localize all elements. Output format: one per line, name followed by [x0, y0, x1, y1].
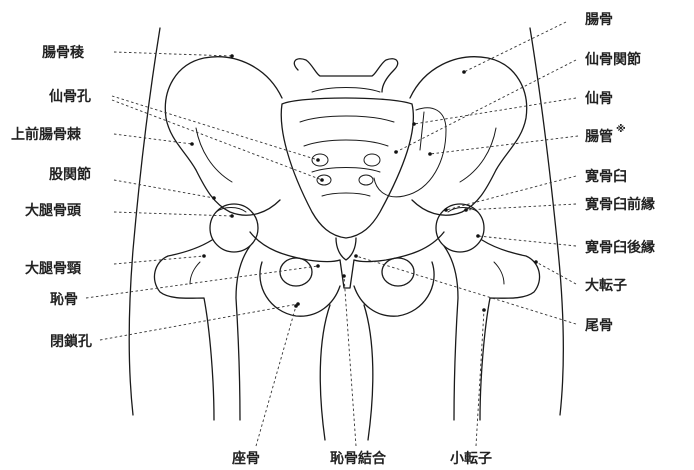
label-obturator-foramen: 閉鎖孔: [50, 333, 92, 350]
label-intestine: 腸管: [585, 128, 613, 145]
label-coccyx: 尾骨: [585, 317, 613, 334]
label-greater-trochanter: 大転子: [585, 277, 627, 294]
label-sacroiliac-joint: 仙骨関節: [585, 51, 641, 68]
labels-bottom: 座骨 恥骨結合 小転子: [232, 450, 492, 467]
label-femoral-head: 大腿骨頭: [25, 202, 82, 219]
label-intestine-mark: ※: [616, 123, 626, 135]
label-pubic-symphysis: 恥骨結合: [330, 450, 387, 467]
label-sacrum: 仙骨: [585, 90, 613, 107]
label-hip-joint: 股関節: [49, 166, 91, 183]
leaders-left: [86, 52, 324, 340]
femur-right: [436, 204, 540, 420]
label-acetabulum: 寛骨臼: [585, 168, 627, 185]
leaders-right: [354, 22, 578, 324]
sacrum: [281, 59, 446, 260]
label-acetabulum-posterior-rim: 寛骨臼後縁: [585, 239, 655, 256]
label-anterior-superior-iliac-spine: 上前腸骨棘: [11, 126, 82, 143]
label-ilium: 腸骨: [585, 11, 613, 28]
label-femoral-neck: 大腿骨頸: [25, 260, 82, 277]
label-lesser-trochanter: 小転子: [450, 450, 492, 467]
label-pubis: 恥骨: [50, 291, 78, 308]
femur-left: [154, 204, 258, 420]
label-acetabulum-anterior-rim: 寛骨臼前縁: [585, 196, 655, 213]
ilium-left: [165, 57, 282, 215]
label-sacral-foramen: 仙骨孔: [49, 88, 91, 105]
label-iliac-crest: 腸骨稜: [42, 44, 85, 61]
label-ischium: 座骨: [232, 450, 260, 467]
labels-right: 腸骨 仙骨関節 仙骨 腸管 ※ 寛骨臼 寛骨臼前縁 寛骨臼後縁 大転子 尾骨: [585, 11, 655, 334]
pubis-ischium: [250, 232, 444, 316]
labels-left: 腸骨稜 仙骨孔 上前腸骨棘 股関節 大腿骨頭 大腿骨頸 恥骨 閉鎖孔: [11, 44, 92, 350]
body-outline: [129, 28, 563, 440]
